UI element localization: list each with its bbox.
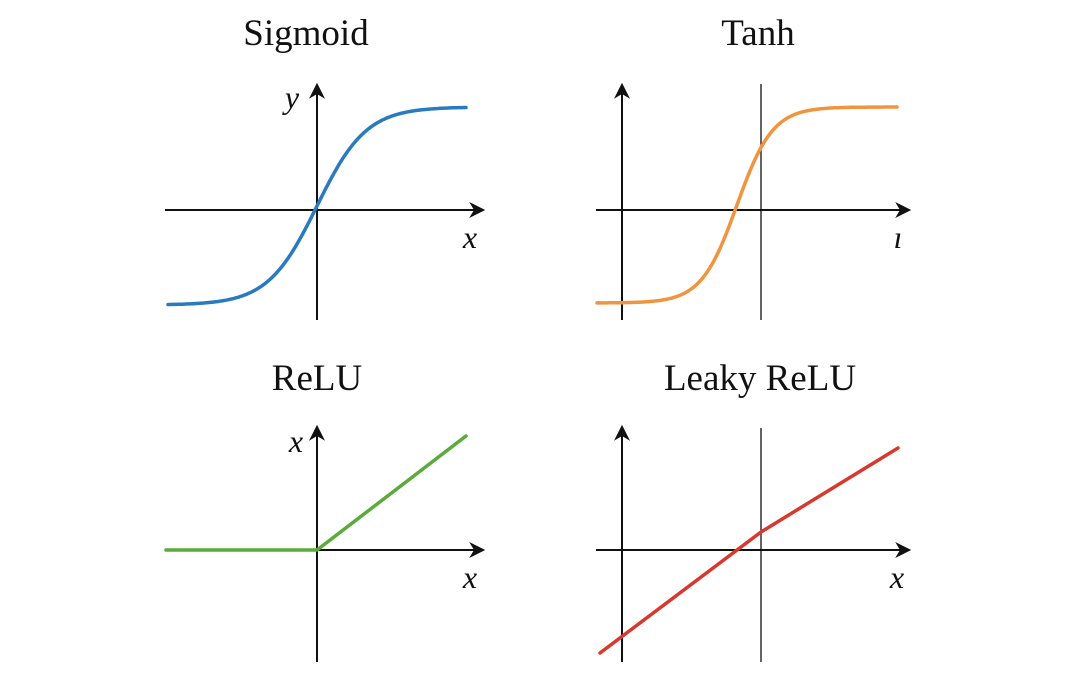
leaky-relu-title: Leaky ReLU (664, 358, 856, 399)
tanh-curve (595, 105, 899, 305)
sigmoid-y-label: y (282, 79, 300, 115)
relu-x-label: x (462, 559, 477, 595)
relu-y-label: x (288, 423, 303, 459)
leaky-relu-line (598, 446, 900, 655)
tanh-x-label: ı (894, 219, 903, 255)
relu-line (164, 434, 468, 552)
tanh-title: Tanh (721, 13, 795, 54)
sigmoid-title: Sigmoid (243, 13, 369, 54)
sigmoid-x-label: x (462, 219, 477, 255)
leaky-relu-x-label: x (889, 559, 904, 595)
sigmoid-curve (166, 105, 468, 307)
relu-title: ReLU (272, 358, 362, 399)
